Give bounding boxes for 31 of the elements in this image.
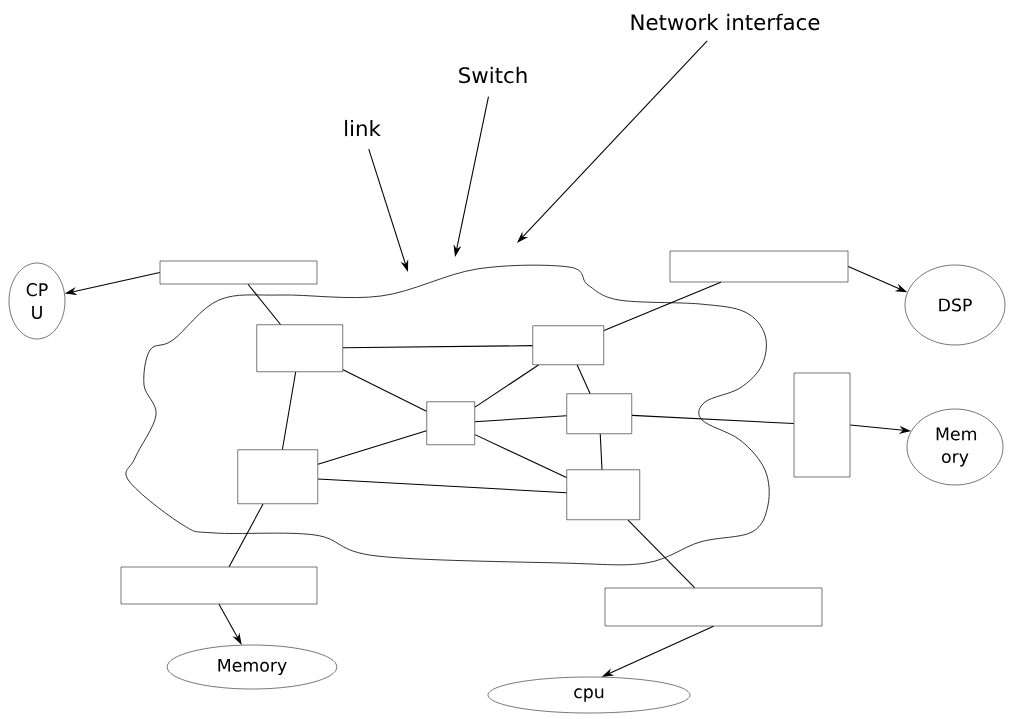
network-cloud xyxy=(125,264,770,566)
leader-arrow xyxy=(517,40,708,243)
link-line xyxy=(317,430,427,465)
link-line xyxy=(474,364,539,408)
switch-box xyxy=(669,250,849,283)
link-line xyxy=(247,283,282,325)
switch-box xyxy=(532,325,604,365)
callout-label: Switch xyxy=(459,66,527,84)
link-line xyxy=(281,371,297,450)
link-line xyxy=(631,414,795,425)
link-line xyxy=(474,415,567,423)
callout-label: link xyxy=(345,119,381,137)
switch-box xyxy=(120,566,318,605)
link-line xyxy=(627,519,696,589)
link-line xyxy=(342,345,533,349)
link-line xyxy=(342,369,427,412)
link-line xyxy=(576,364,591,394)
callout-label: Network interface xyxy=(631,13,820,31)
link-line xyxy=(603,281,722,331)
switch-box xyxy=(256,324,343,372)
switch-box xyxy=(566,469,640,520)
switch-box xyxy=(237,449,318,504)
switch-box xyxy=(604,587,823,627)
link-line xyxy=(474,434,567,479)
switch-box xyxy=(426,401,475,445)
switch-box xyxy=(793,372,851,478)
link-line xyxy=(317,478,567,494)
link-line xyxy=(599,433,603,470)
link-line xyxy=(228,503,264,568)
switch-box xyxy=(566,393,632,434)
switch-box xyxy=(159,260,318,285)
